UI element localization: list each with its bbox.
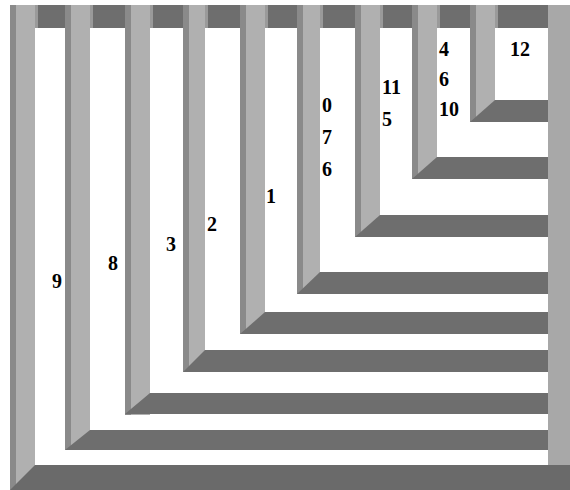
cap-edge bbox=[320, 5, 323, 28]
wall bbox=[297, 5, 320, 294]
wall bbox=[412, 5, 437, 179]
wall bbox=[412, 157, 548, 179]
region-number: 0 bbox=[322, 94, 332, 116]
region-number: 12 bbox=[510, 38, 530, 60]
cap-edge bbox=[380, 5, 383, 28]
wall-edge bbox=[355, 5, 361, 237]
region-number: 11 bbox=[382, 76, 401, 98]
wall bbox=[183, 350, 548, 372]
horizontal-walls bbox=[65, 100, 548, 450]
cap-edge bbox=[265, 5, 268, 28]
wall-edge bbox=[297, 5, 303, 294]
right-wall bbox=[548, 5, 570, 490]
wall bbox=[355, 215, 548, 237]
wall-edge bbox=[470, 5, 476, 122]
region-number: 2 bbox=[207, 213, 217, 235]
wall bbox=[183, 5, 205, 372]
wall bbox=[125, 5, 150, 415]
cap-edge bbox=[495, 5, 498, 28]
cap-edge bbox=[205, 5, 208, 28]
region-number: 3 bbox=[166, 233, 176, 255]
wall-edge bbox=[10, 5, 16, 490]
region-number: 10 bbox=[439, 98, 459, 120]
wall bbox=[65, 430, 548, 450]
wall-edge bbox=[65, 5, 71, 450]
region-number: 6 bbox=[322, 158, 332, 180]
cap-edge bbox=[150, 5, 153, 28]
wall bbox=[240, 5, 265, 334]
wall-edge bbox=[240, 5, 246, 334]
region-number: 5 bbox=[382, 108, 392, 130]
bottom-wall bbox=[10, 465, 570, 490]
wall bbox=[240, 312, 548, 334]
region-number: 9 bbox=[52, 270, 62, 292]
left-wall bbox=[10, 5, 35, 490]
wall bbox=[355, 5, 380, 237]
wall bbox=[297, 272, 548, 294]
region-number: 4 bbox=[439, 38, 449, 60]
wall bbox=[125, 393, 548, 414]
wall-edge bbox=[125, 5, 131, 415]
wall-edge bbox=[412, 5, 418, 179]
cap-edge bbox=[90, 5, 93, 28]
wall-edge bbox=[183, 5, 189, 372]
region-number: 8 bbox=[108, 252, 118, 274]
cap-separators bbox=[35, 5, 498, 28]
wall bbox=[470, 100, 548, 122]
region-number: 7 bbox=[322, 126, 332, 148]
cap-edge bbox=[437, 5, 440, 28]
region-number: 1 bbox=[266, 185, 276, 207]
cap-edge bbox=[35, 5, 38, 28]
region-number: 6 bbox=[439, 68, 449, 90]
wall bbox=[65, 5, 90, 450]
